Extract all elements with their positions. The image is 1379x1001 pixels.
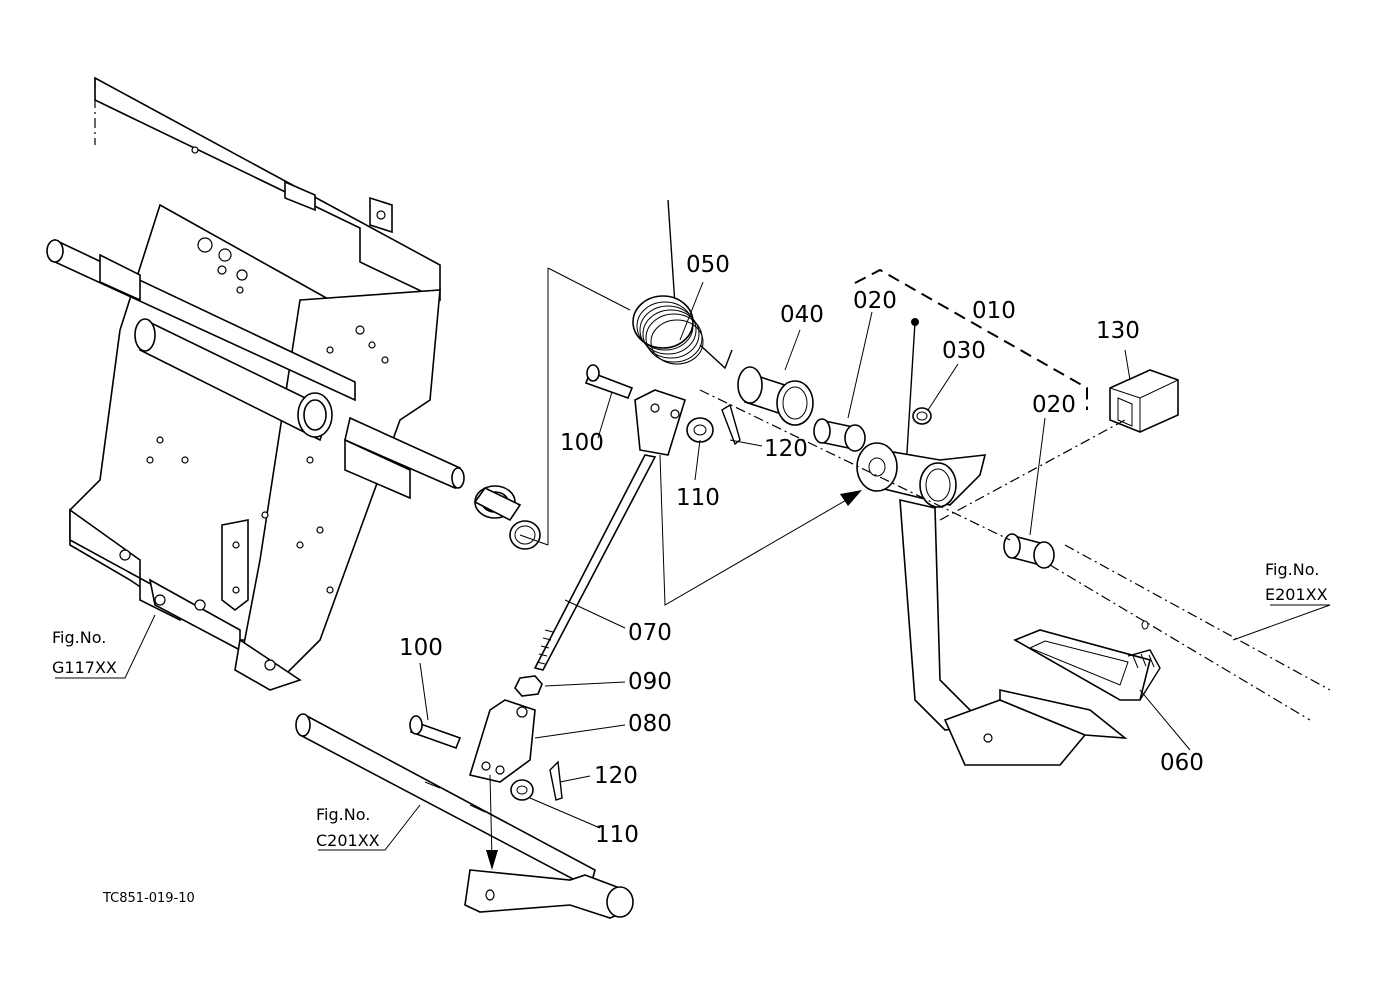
callout-020-upper: 020: [853, 288, 897, 314]
bushing-020-lower: [1003, 533, 1055, 569]
lower-cross-shaft-c201: [295, 713, 634, 919]
figref-e201-code: E201XX: [1265, 585, 1328, 604]
callout-100-upper: 100: [560, 430, 604, 456]
pedal-pad-060: [1013, 629, 1161, 701]
bushing-020-upper: [813, 418, 866, 452]
callout-030: 030: [942, 338, 986, 364]
callout-080: 080: [628, 711, 672, 737]
callout-020-lower: 020: [1032, 392, 1076, 418]
brake-pedal-010: [854, 268, 1128, 766]
callout-130: 130: [1096, 318, 1140, 344]
figref-c201-code: C201XX: [316, 831, 380, 850]
figref-g117-label: Fig.No.: [52, 628, 106, 647]
callout-120-lower: 120: [594, 763, 638, 789]
figref-e201-label: Fig.No.: [1265, 560, 1319, 579]
frame-assembly: [46, 76, 541, 691]
figure-references: Fig.No. G117XX Fig.No. C201XX Fig.No. E2…: [52, 560, 1328, 850]
figref-g117-code: G117XX: [52, 658, 117, 677]
callout-120-upper: 120: [764, 436, 808, 462]
callout-070: 070: [628, 620, 672, 646]
drawing-code: TC851-019-10: [102, 891, 195, 906]
figref-c201-label: Fig.No.: [316, 805, 370, 824]
bushing-040: [737, 366, 814, 426]
torsion-spring-050: [632, 199, 733, 370]
callout-060: 060: [1160, 750, 1204, 776]
callout-labels: 050 040 020 010 030 130 020 100 120 110 …: [399, 252, 1204, 848]
callout-100-lower: 100: [399, 635, 443, 661]
callout-110-lower: 110: [595, 822, 639, 848]
pedal-shaft-e201: [699, 389, 1331, 721]
washer-030: [912, 407, 932, 425]
stopper-130: [1109, 369, 1179, 433]
callout-090: 090: [628, 669, 672, 695]
callout-050: 050: [686, 252, 730, 278]
callout-040: 040: [780, 302, 824, 328]
callout-110-upper: 110: [676, 485, 720, 511]
assembly-lines: [55, 267, 1331, 870]
callout-010: 010: [972, 298, 1016, 324]
rod-assembly: [409, 364, 741, 801]
